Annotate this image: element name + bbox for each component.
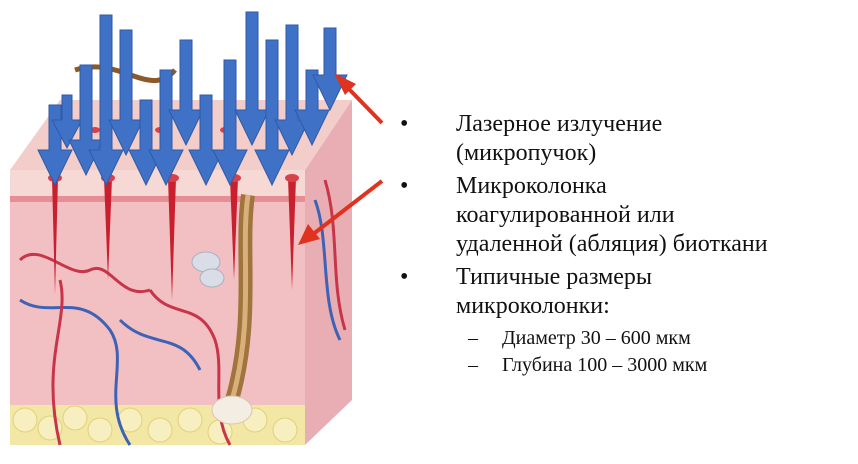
bullet-marker: •: [400, 172, 408, 201]
bullet-list: • Лазерное излучение (микропучок) • Микр…: [396, 110, 856, 379]
bullet-line: микроколонки:: [456, 292, 856, 321]
sub-bullet-marker: –: [468, 325, 478, 352]
bullet-line: коагулированной или: [456, 201, 856, 230]
bullet-line: удаленной (абляция) биоткани: [456, 230, 856, 259]
bullet-line: (микропучок): [456, 139, 856, 168]
bullet-laser-radiation: • Лазерное излучение (микропучок): [396, 110, 856, 168]
bullet-line: Типичные размеры: [456, 263, 856, 292]
sub-bullet-diameter: – Диаметр 30 – 600 мкм: [396, 325, 856, 352]
bullet-microcolumn: • Микроколонка коагулированной или удале…: [396, 172, 856, 259]
bullet-line: Микроколонка: [456, 172, 856, 201]
bullet-typical-sizes: • Типичные размеры микроколонки:: [396, 263, 856, 321]
sub-bullet-marker: –: [468, 352, 478, 379]
bullet-marker: •: [400, 110, 408, 139]
skin-diagram-svg: [0, 0, 400, 459]
bullet-marker: •: [400, 263, 408, 292]
sub-bullet-text: Диаметр 30 – 600 мкм: [502, 327, 691, 349]
bullet-line: Лазерное излучение: [456, 110, 856, 139]
sub-bullet-depth: – Глубина 100 – 3000 мкм: [396, 352, 856, 379]
sub-bullet-text: Глубина 100 – 3000 мкм: [502, 354, 707, 376]
skin-laser-illustration: [0, 0, 400, 459]
